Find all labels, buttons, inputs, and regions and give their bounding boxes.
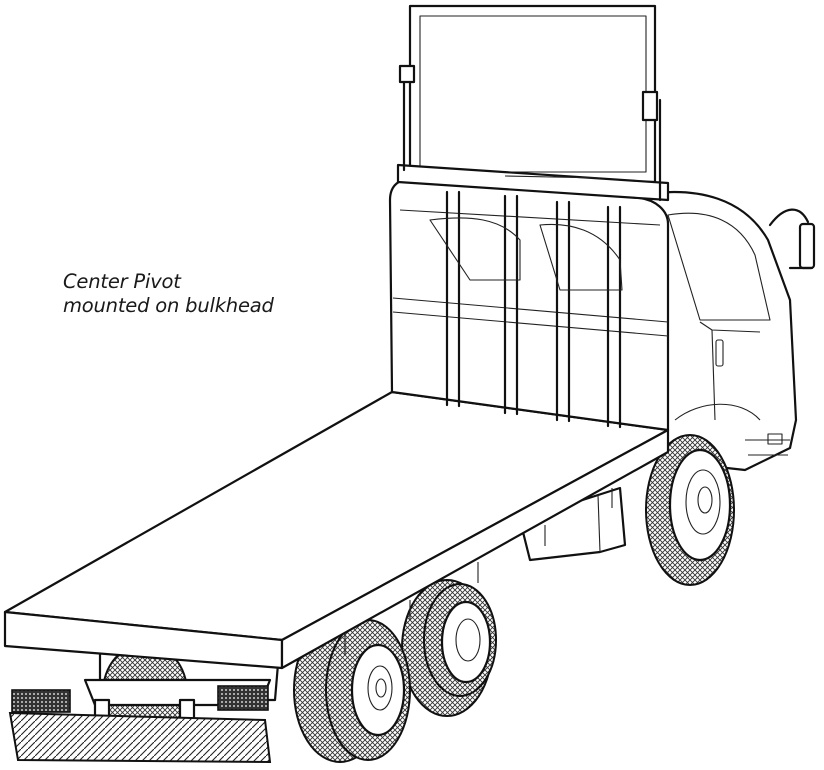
caption-line-2: mounted on bulkhead <box>63 294 274 317</box>
fuel-tank <box>518 486 627 562</box>
caption-line-1: Center Pivot <box>63 270 181 293</box>
bulkhead <box>388 178 670 432</box>
front-wheel <box>645 434 735 586</box>
message-board-sign <box>396 4 670 202</box>
flatbed-deck <box>3 390 670 670</box>
caption: Center Pivot mounted on bulkhead <box>63 270 274 318</box>
truck-cab <box>638 190 816 472</box>
rear-wheels-front <box>293 617 411 763</box>
rear-wheels-back <box>401 579 497 717</box>
